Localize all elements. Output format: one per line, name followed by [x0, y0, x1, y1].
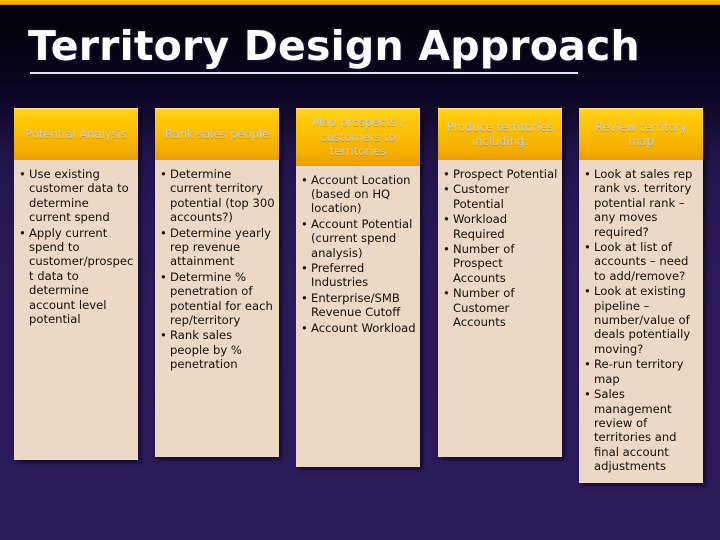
bullet-item: Account Location (based on HQ location) — [300, 173, 416, 216]
column-header[interactable]: Review territory map — [579, 108, 703, 160]
process-columns: Potential AnalysisUse existing customer … — [0, 108, 720, 488]
column-body: Account Location (based on HQ location)A… — [296, 165, 420, 467]
column-header-label: Produce territories including: — [446, 119, 554, 149]
bullet-list: Use existing customer data to determine … — [18, 167, 134, 326]
process-column: Produce territories including: Prospect P… — [438, 108, 562, 457]
column-body: Determine current territory potential (t… — [155, 160, 279, 457]
column-body: Prospect PotentialCustomer PotentialWork… — [438, 160, 562, 457]
column-header-label: Rank sales people — [164, 126, 270, 141]
bullet-item: Number of Prospect Accounts — [442, 242, 558, 285]
column-header-label: Potential Analysis — [25, 126, 127, 141]
title-underline — [30, 72, 578, 74]
bullet-item: Use existing customer data to determine … — [18, 167, 134, 225]
bullet-list: Determine current territory potential (t… — [159, 167, 275, 372]
bullet-item: Account Workload — [300, 321, 416, 336]
process-column: Map prospects / customers to territories… — [296, 108, 420, 467]
column-header[interactable]: Produce territories including: — [438, 108, 562, 160]
column-header[interactable]: Map prospects / customers to territories — [296, 108, 420, 166]
bullet-list: Prospect PotentialCustomer PotentialWork… — [442, 167, 558, 329]
top-accent-bar — [0, 0, 720, 5]
bullet-item: Re-run territory map — [583, 357, 699, 386]
column-header[interactable]: Potential Analysis — [14, 108, 138, 160]
bullet-item: Determine % penetration of potential for… — [159, 270, 275, 328]
bullet-item: Enterprise/SMB Revenue Cutoff — [300, 291, 416, 320]
bullet-item: Look at sales rep rank vs. territory pot… — [583, 167, 699, 239]
bullet-item: Determine current territory potential (t… — [159, 167, 275, 225]
bullet-item: Prospect Potential — [442, 167, 558, 182]
column-header[interactable]: Rank sales people — [155, 108, 279, 160]
column-header-label: Map prospects / customers to territories — [312, 115, 404, 158]
bullet-item: Rank sales people by % penetration — [159, 328, 275, 371]
bullet-item: Look at list of accounts – need to add/r… — [583, 240, 699, 283]
process-column: Rank sales peopleDetermine current terri… — [155, 108, 279, 457]
process-column: Review territory mapLook at sales rep ra… — [579, 108, 703, 483]
column-body: Look at sales rep rank vs. territory pot… — [579, 160, 703, 483]
column-body: Use existing customer data to determine … — [14, 160, 138, 460]
bullet-item: Preferred Industries — [300, 261, 416, 290]
bullet-list: Look at sales rep rank vs. territory pot… — [583, 167, 699, 474]
process-column: Potential AnalysisUse existing customer … — [14, 108, 138, 460]
bullet-item: Apply current spend to customer/prospect… — [18, 226, 134, 327]
bullet-item: Sales management review of territories a… — [583, 387, 699, 473]
bullet-list: Account Location (based on HQ location)A… — [300, 173, 416, 336]
bullet-item: Account Potential (current spend analysi… — [300, 217, 416, 260]
bullet-item: Customer Potential — [442, 182, 558, 211]
slide-title-block: Territory Design Approach — [28, 22, 688, 84]
bullet-item: Number of Customer Accounts — [442, 286, 558, 329]
bullet-item: Determine yearly rep revenue attainment — [159, 226, 275, 269]
column-header-label: Review territory map — [595, 119, 687, 149]
page-title: Territory Design Approach — [28, 22, 640, 70]
bullet-item: Workload Required — [442, 212, 558, 241]
bullet-item: Look at existing pipeline – number/value… — [583, 284, 699, 356]
